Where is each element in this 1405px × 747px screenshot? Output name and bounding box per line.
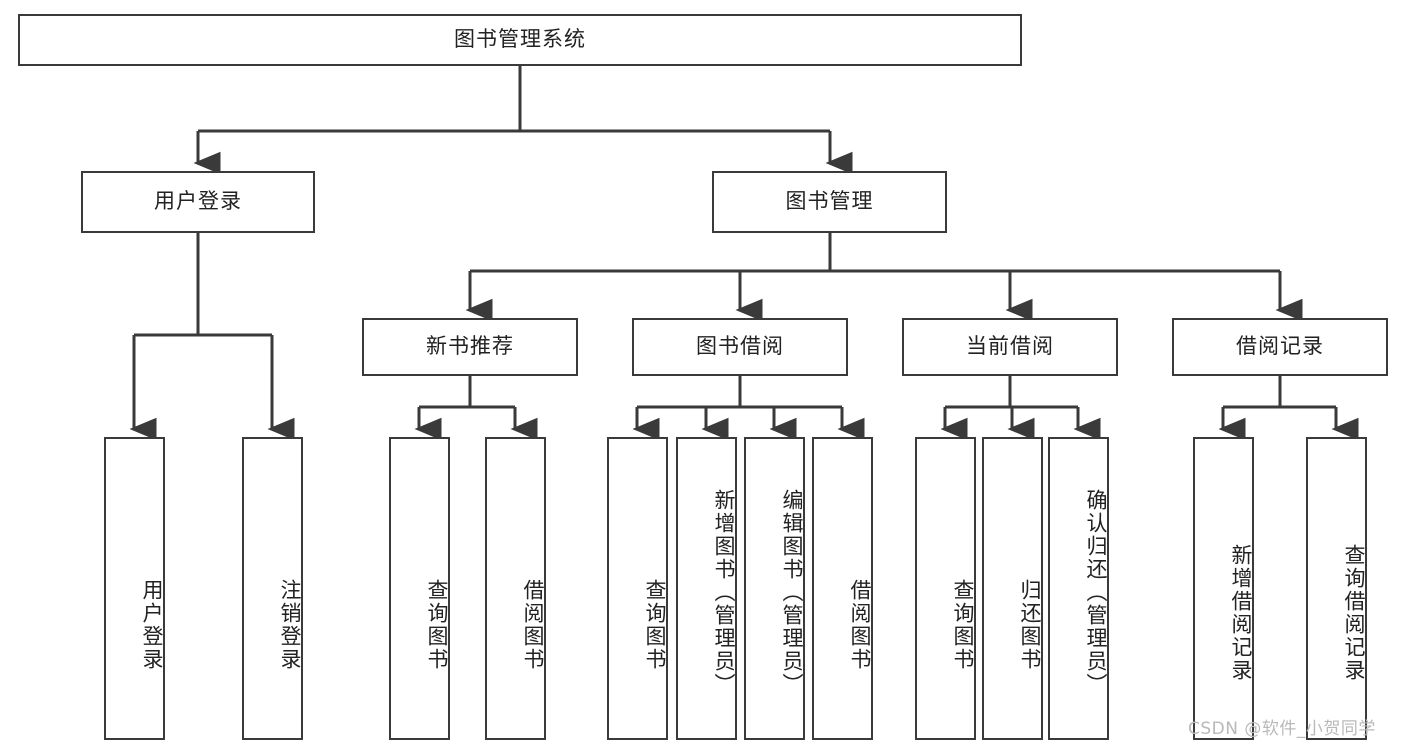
node-book-management[interactable]: 图书管理 <box>712 171 947 233</box>
node-leaf-query-book-current-label: 查询图书 <box>951 578 975 671</box>
node-leaf-return-book[interactable]: 归还图书 <box>982 437 1043 740</box>
node-user-login[interactable]: 用户登录 <box>81 171 315 233</box>
node-leaf-query-book-new[interactable]: 查询图书 <box>389 437 450 740</box>
node-borrow-record[interactable]: 借阅记录 <box>1172 318 1388 376</box>
node-leaf-edit-book-admin-label: 编辑图书（管理员） <box>780 489 804 696</box>
node-book-borrow-label: 图书借阅 <box>696 334 784 359</box>
node-leaf-query-book-current[interactable]: 查询图书 <box>915 437 976 740</box>
node-leaf-borrow-book[interactable]: 借阅图书 <box>812 437 873 740</box>
node-leaf-confirm-return-admin[interactable]: 确认归还（管理员） <box>1048 437 1109 740</box>
node-current-borrow-label: 当前借阅 <box>966 334 1054 359</box>
node-book-management-label: 图书管理 <box>785 189 874 214</box>
node-new-book-recommend-label: 新书推荐 <box>426 334 514 359</box>
node-root[interactable]: 图书管理系统 <box>18 14 1022 66</box>
node-leaf-query-borrow-record-label: 查询借阅记录 <box>1342 543 1366 682</box>
node-leaf-add-borrow-record[interactable]: 新增借阅记录 <box>1193 437 1254 740</box>
node-borrow-record-label: 借阅记录 <box>1236 334 1324 359</box>
watermark-text: CSDN @软件_小贺同学 <box>1188 719 1376 739</box>
node-book-borrow[interactable]: 图书借阅 <box>632 318 848 376</box>
node-root-label: 图书管理系统 <box>454 27 586 52</box>
node-leaf-confirm-return-admin-label: 确认归还（管理员） <box>1084 489 1108 696</box>
node-leaf-borrow-book-new-label: 借阅图书 <box>521 578 545 671</box>
node-leaf-query-book-borrow[interactable]: 查询图书 <box>607 437 668 740</box>
node-leaf-user-login-label: 用户登录 <box>140 578 164 671</box>
node-leaf-edit-book-admin[interactable]: 编辑图书（管理员） <box>744 437 805 740</box>
node-leaf-return-book-label: 归还图书 <box>1018 578 1042 671</box>
node-leaf-borrow-book-label: 借阅图书 <box>848 578 872 671</box>
node-leaf-query-book-new-label: 查询图书 <box>425 578 449 671</box>
node-new-book-recommend[interactable]: 新书推荐 <box>362 318 578 376</box>
node-leaf-query-book-borrow-label: 查询图书 <box>643 578 667 671</box>
node-leaf-logout-login[interactable]: 注销登录 <box>242 437 303 740</box>
node-current-borrow[interactable]: 当前借阅 <box>902 318 1118 376</box>
node-leaf-add-borrow-record-label: 新增借阅记录 <box>1229 543 1253 682</box>
node-leaf-add-book-admin[interactable]: 新增图书（管理员） <box>676 437 737 740</box>
node-leaf-query-borrow-record[interactable]: 查询借阅记录 <box>1306 437 1367 740</box>
node-leaf-logout-login-label: 注销登录 <box>278 578 302 671</box>
node-leaf-borrow-book-new[interactable]: 借阅图书 <box>485 437 546 740</box>
node-leaf-add-book-admin-label: 新增图书（管理员） <box>712 489 736 696</box>
node-leaf-user-login[interactable]: 用户登录 <box>104 437 165 740</box>
node-user-login-label: 用户登录 <box>154 189 242 214</box>
